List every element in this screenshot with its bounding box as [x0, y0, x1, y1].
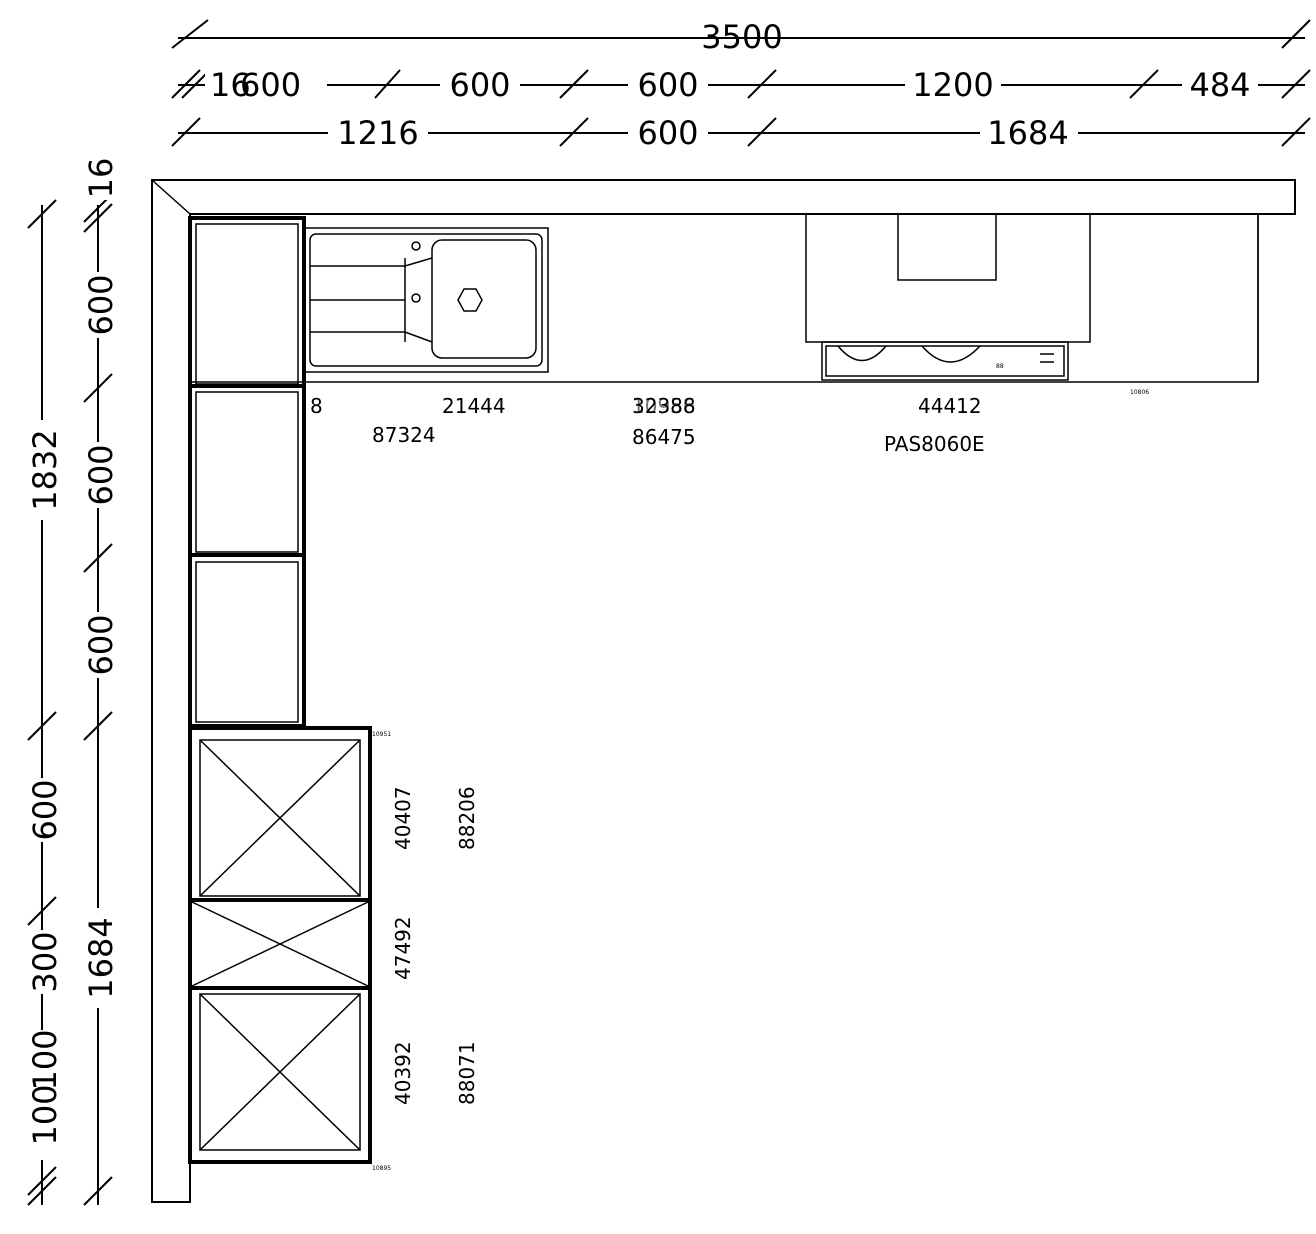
- dim-600-left-outer: 600: [26, 779, 64, 840]
- dim-600-left-1: 600: [82, 274, 120, 335]
- drain-icon: [457, 288, 483, 312]
- dim-1200: 1200: [912, 66, 993, 104]
- hood-unit: [805, 213, 1091, 343]
- code-88071: 88071: [455, 1041, 479, 1105]
- dim-1216: 1216: [337, 114, 418, 152]
- code-21444: 21444: [442, 394, 506, 418]
- control-icon: 88: [996, 363, 1004, 370]
- dim-3500: 3500: [701, 18, 782, 56]
- dim-16-left: 16: [82, 158, 120, 199]
- code-88206: 88206: [455, 786, 479, 850]
- tap-icon: [411, 241, 421, 251]
- code-pas8060e: PAS8060E: [884, 432, 985, 456]
- dim-1684-top: 1684: [987, 114, 1068, 152]
- countertop-outline: [151, 179, 1296, 1203]
- left-tall-units: [188, 216, 306, 728]
- code-40392: 40392: [391, 1041, 415, 1105]
- dim-600-d: 600: [637, 114, 698, 152]
- code-40407: 40407: [391, 786, 415, 850]
- top-dimension-total: 3500: [171, 18, 1311, 56]
- dim-600-left-3: 600: [82, 614, 120, 675]
- code-86475: 86475: [632, 425, 696, 449]
- hob-unit: 88: [821, 341, 1069, 381]
- dim-300: 300: [26, 931, 64, 992]
- code-44412: 44412: [918, 394, 982, 418]
- top-cabinet-run: [189, 213, 1259, 383]
- left-base-units: 10951 10895: [188, 726, 391, 1172]
- dim-100-a: 100: [26, 1029, 64, 1090]
- dim-600-a: 600: [240, 66, 301, 104]
- top-dimension-row-2: 16 600 600 600 1200 484: [171, 66, 1311, 104]
- dim-484: 484: [1189, 66, 1250, 104]
- code-32388: 32388: [632, 394, 696, 418]
- article-codes: 8 21444 87324 32388 10956 86475 44412 PA…: [310, 389, 1149, 1105]
- code-87324: 87324: [372, 423, 436, 447]
- dim-100-b: 100: [26, 1084, 64, 1145]
- dim-16-top: 16: [210, 66, 251, 104]
- dim-1684-left: 1684: [82, 917, 120, 998]
- sink-unit: [303, 227, 549, 373]
- dim-600-c: 600: [637, 66, 698, 104]
- dim-1832: 1832: [26, 429, 64, 510]
- top-dimension-row-3: 1216 600 1684: [171, 114, 1311, 152]
- dim-600-b: 600: [449, 66, 510, 104]
- dim-600-left-2: 600: [82, 444, 120, 505]
- left-dimension-outer: 1832 600 300 100 100: [24, 199, 64, 1206]
- code-8: 8: [310, 394, 323, 418]
- code-10956: 10956: [632, 394, 696, 418]
- small-label-3: 10806: [1130, 389, 1149, 396]
- small-label-2: 10895: [372, 1165, 391, 1172]
- code-47492: 47492: [391, 916, 415, 980]
- small-label-1: 10951: [372, 731, 391, 738]
- left-dimension-inner: 16 600 600 600 1684: [80, 150, 120, 1206]
